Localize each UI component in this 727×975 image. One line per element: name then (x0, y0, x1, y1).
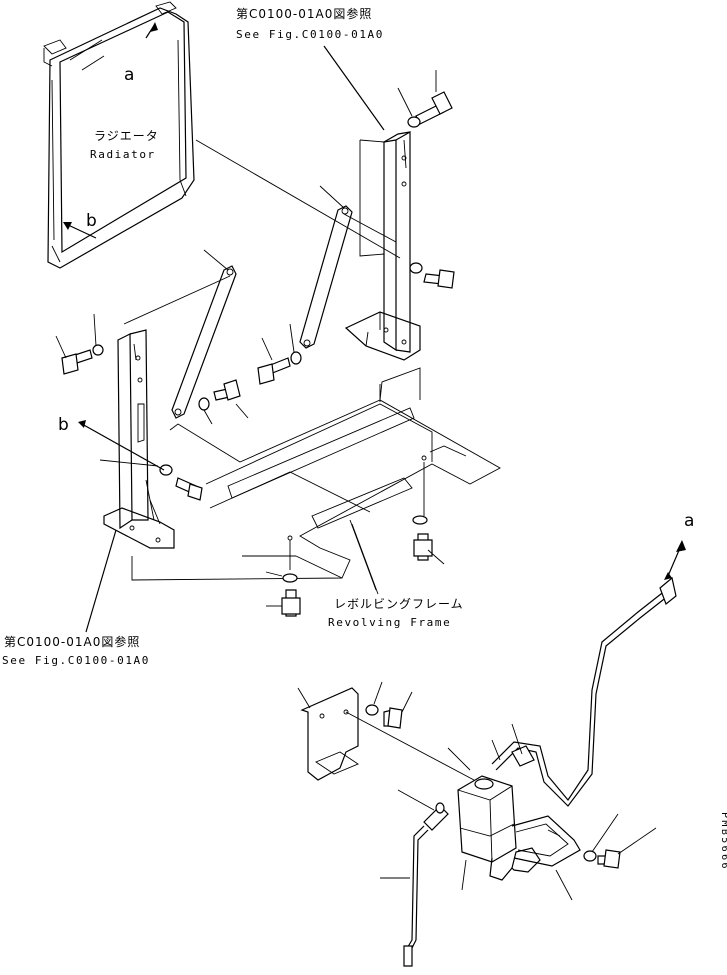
strap-bolt (583, 813, 657, 869)
arrow-b-left (81, 423, 165, 471)
bolt-center-2 (198, 379, 249, 425)
radiator-jp: ラジエータ (94, 129, 159, 143)
bolt-mid-right (409, 262, 455, 289)
bolt-frame-left (265, 571, 301, 617)
revolving-frame (131, 367, 501, 581)
ref-left-jp: 第C0100-01A0図参照 (4, 634, 140, 649)
leader-frame (351, 523, 379, 595)
ref-left-en: See Fig.C0100-01A0 (2, 654, 150, 667)
drawing-code: PMB5666 (719, 812, 727, 871)
bolt-top-right (397, 70, 453, 128)
tie-rod-right (299, 205, 353, 349)
reserve-tank (447, 747, 541, 881)
marker-a-top: a (124, 65, 134, 85)
left-bracket (103, 329, 175, 549)
marker-b-radiator: b (86, 211, 97, 231)
leader-ref-left (85, 529, 117, 633)
leader-ref-top (323, 45, 385, 131)
radiator-en: Radiator (90, 148, 156, 161)
bolt-left-lower (99, 459, 203, 501)
bolt-left-upper (55, 313, 104, 375)
bolt-frame-right (412, 515, 445, 565)
bolt-center-1 (257, 323, 302, 385)
tank-bracket (297, 687, 475, 781)
frame-jp: レボルビングフレーム (334, 597, 464, 611)
marker-a-right: a (684, 511, 694, 531)
marker-b-left: b (58, 415, 69, 435)
right-bracket (344, 130, 421, 361)
radiator-leader (195, 139, 401, 259)
tie-rod-left (171, 265, 237, 419)
ref-top-jp: 第C0100-01A0図参照 (236, 6, 372, 21)
bracket-bolt (365, 681, 413, 729)
frame-en: Revolving Frame (328, 616, 451, 629)
overflow-hose (491, 540, 686, 807)
tank-strap (511, 815, 581, 901)
ref-top-en: See Fig.C0100-01A0 (236, 28, 384, 41)
radiator (43, 1, 195, 269)
drain-hose (380, 789, 449, 967)
